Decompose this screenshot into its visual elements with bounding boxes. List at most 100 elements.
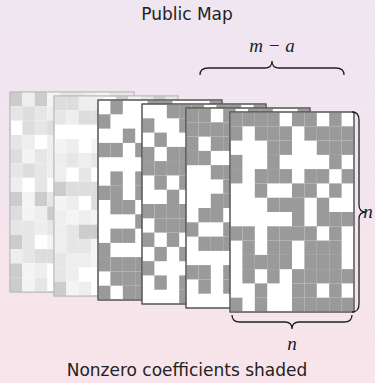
matrix-cell <box>35 178 47 192</box>
matrix-cell <box>280 169 292 183</box>
matrix-cell <box>10 235 22 249</box>
matrix-cell <box>230 169 242 183</box>
matrix-cell <box>211 208 223 222</box>
matrix-cell <box>123 271 135 285</box>
matrix-cell <box>35 163 47 177</box>
matrix-cell <box>255 126 267 140</box>
matrix-cell <box>242 269 254 283</box>
matrix-cell <box>317 298 329 312</box>
matrix-cell <box>54 267 66 281</box>
matrix-cell <box>267 112 279 126</box>
matrix-cell <box>292 269 304 283</box>
matrix-cell <box>10 106 22 120</box>
matrix-cell <box>66 182 78 196</box>
matrix-cell <box>10 178 22 192</box>
matrix-cell <box>317 126 329 140</box>
matrix-cell <box>267 141 279 155</box>
matrix-cell <box>35 106 47 120</box>
matrix-cell <box>142 147 154 161</box>
matrix-cell <box>10 263 22 277</box>
matrix-cell <box>154 275 166 289</box>
matrix-cell <box>329 298 341 312</box>
matrix-cell <box>304 283 316 297</box>
matrix-cell <box>167 147 179 161</box>
matrix-cell <box>79 225 91 239</box>
matrix-cell <box>280 141 292 155</box>
matrix-cell <box>10 221 22 235</box>
matrix-cell <box>142 261 154 275</box>
matrix-cell <box>79 182 91 196</box>
matrix-cell <box>66 153 78 167</box>
matrix-cell <box>167 161 179 175</box>
matrix-cell <box>110 186 122 200</box>
matrix-cell <box>66 282 78 296</box>
matrix-cell <box>110 143 122 157</box>
matrix-cell <box>123 129 135 143</box>
matrix-cell <box>98 114 110 128</box>
matrix-cell <box>110 229 122 243</box>
matrix-cell <box>211 122 223 136</box>
matrix-cell <box>79 96 91 110</box>
matrix-cell <box>154 161 166 175</box>
matrix-cell <box>317 141 329 155</box>
matrix-cell <box>317 198 329 212</box>
matrix-cell <box>342 212 354 226</box>
matrix-cell <box>22 163 34 177</box>
matrix-cell <box>198 265 210 279</box>
matrix-cell <box>292 183 304 197</box>
matrix-cell <box>22 263 34 277</box>
matrix-cell <box>54 196 66 210</box>
dimension-label: m − a <box>249 36 295 56</box>
matrix-cell <box>267 255 279 269</box>
matrix-cell <box>35 192 47 206</box>
matrix-cell <box>66 253 78 267</box>
matrix-cell <box>66 210 78 224</box>
matrix-cell <box>79 210 91 224</box>
matrix-cell <box>280 241 292 255</box>
matrix-cell <box>230 226 242 240</box>
matrix-cell <box>211 137 223 151</box>
matrix-cell <box>79 239 91 253</box>
matrix-cell <box>267 269 279 283</box>
matrix-cell <box>54 239 66 253</box>
matrix-cell <box>22 92 34 106</box>
matrix-cell <box>329 155 341 169</box>
matrix-cell <box>198 237 210 251</box>
matrix-cell <box>186 151 198 165</box>
matrix-cell <box>66 225 78 239</box>
matrix-cell <box>10 163 22 177</box>
matrix-cell <box>123 200 135 214</box>
matrix-cell <box>317 169 329 183</box>
matrix-cell <box>280 126 292 140</box>
matrix-cell <box>110 257 122 271</box>
matrix-cell <box>142 161 154 175</box>
matrix-cell <box>35 278 47 292</box>
title: Public Map <box>141 4 233 24</box>
matrix-cell <box>317 255 329 269</box>
matrix-cell <box>329 226 341 240</box>
matrix-cell <box>142 118 154 132</box>
matrix-cell <box>186 222 198 236</box>
matrix-cell <box>267 155 279 169</box>
matrix-cell <box>35 221 47 235</box>
matrix-cell <box>342 141 354 155</box>
matrix-cell <box>22 106 34 120</box>
matrix-cell <box>54 182 66 196</box>
matrix-cell <box>329 112 341 126</box>
matrix-cell <box>66 239 78 253</box>
matrix-cell <box>142 204 154 218</box>
matrix-cell <box>98 243 110 257</box>
matrix-cell <box>211 194 223 208</box>
matrix-cell <box>329 283 341 297</box>
matrix-cell <box>110 200 122 214</box>
matrix-cell <box>317 269 329 283</box>
matrix-cell <box>292 212 304 226</box>
matrix-cell <box>10 192 22 206</box>
matrix-cell <box>198 151 210 165</box>
matrix-cell <box>167 218 179 232</box>
coefficient-matrix <box>230 112 354 312</box>
matrix-cell <box>280 226 292 240</box>
matrix-cell <box>255 183 267 197</box>
matrix-cell <box>98 257 110 271</box>
